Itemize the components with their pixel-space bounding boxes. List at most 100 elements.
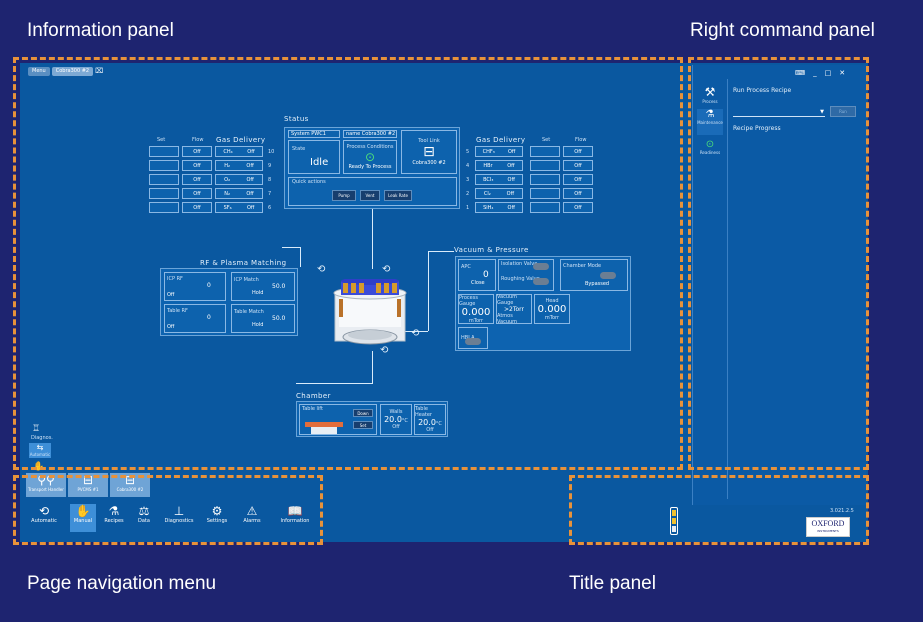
gas-name: SiH₄: [483, 204, 494, 211]
nav-item-recipes[interactable]: ⚗Recipes: [100, 504, 128, 532]
gas-state: Off: [246, 204, 255, 211]
nav-item-settings[interactable]: ⚙Settings: [202, 504, 232, 532]
roughing-valve-toggle[interactable]: [533, 278, 549, 285]
sync-icon[interactable]: ⟲: [317, 264, 326, 275]
nav-item-alarms[interactable]: ⚠Alarms: [235, 504, 269, 532]
gas-state: Off: [507, 148, 516, 155]
menu-tab[interactable]: Menu: [28, 67, 50, 76]
gas-set-field[interactable]: [149, 146, 179, 157]
gas-set-field[interactable]: [530, 202, 560, 213]
gas-state: Off: [246, 176, 254, 183]
gas-flow-value: Off: [182, 160, 212, 171]
system-field: System PWC1: [288, 130, 340, 138]
tool-button-1[interactable]: ⊟PVCMS #1: [68, 473, 108, 497]
gas-flow-value: Off: [563, 188, 593, 199]
nav-label: Information: [280, 518, 310, 524]
gas-set-field[interactable]: [530, 146, 560, 157]
diagnostics-side-icon[interactable]: ♖: [32, 424, 41, 434]
gas-line-number: 3: [466, 177, 470, 183]
nav-item-automatic[interactable]: ⟲Automatic: [24, 504, 64, 532]
ready-field: Process Conditions⊙Ready To Process: [343, 140, 397, 174]
oxford-logo: OXFORD INSTRUMENTS: [806, 517, 850, 537]
gas-set-field[interactable]: [530, 160, 560, 171]
gas-right-flow-header: Flow: [575, 137, 587, 143]
tool-link-field[interactable]: Tool Link⊟Cobra300 #2: [401, 130, 457, 174]
version-label: 3.021.2.5: [830, 508, 854, 514]
gas-set-field[interactable]: [149, 188, 179, 199]
run-recipe-label: Run Process Recipe: [733, 87, 792, 94]
vent-button[interactable]: Vent: [360, 190, 380, 201]
isolation-valve-toggle[interactable]: [533, 263, 549, 270]
gas-set-field[interactable]: [149, 160, 179, 171]
tool-button-2[interactable]: ⊟Cobra300 #2: [110, 473, 150, 497]
leak-rate-button[interactable]: Leak Rate: [384, 190, 412, 201]
lift-down-button[interactable]: Down: [353, 409, 373, 417]
tool-icon[interactable]: ⌧: [95, 67, 104, 75]
connector-line: [282, 247, 300, 248]
check-icon: ⊙: [705, 139, 715, 150]
gas-state: Off: [507, 204, 515, 211]
nav-label: Diagnostics: [164, 518, 194, 524]
minimize-icon[interactable]: _: [813, 69, 817, 77]
right-panel-divider: [727, 79, 728, 499]
right-tab-maintenance[interactable]: ⚗Maintenance: [697, 109, 723, 135]
gas-set-field[interactable]: [530, 188, 560, 199]
gas-set-field[interactable]: [530, 174, 560, 185]
close-icon[interactable]: ✕: [839, 69, 846, 77]
hbla-toggle[interactable]: [465, 338, 481, 345]
right-tab-readiness[interactable]: ⊙Readiness: [697, 139, 723, 155]
gas-line-number: 8: [268, 177, 272, 183]
sync-icon[interactable]: ⟲: [380, 345, 389, 356]
gas-name: BCl₃: [483, 176, 494, 183]
gas-state: Off: [507, 162, 515, 169]
recipe-select[interactable]: ▼: [733, 109, 825, 117]
tool-tab[interactable]: Cobra300 #2: [51, 67, 94, 76]
tool-label: Transport Handler: [28, 487, 64, 492]
chamber-mode-toggle[interactable]: [600, 272, 616, 279]
nav-item-diagnostics[interactable]: ⊥Diagnostics: [160, 504, 198, 532]
nav-item-data[interactable]: ⚖Data: [132, 504, 156, 532]
nav-item-manual[interactable]: ✋Manual: [70, 504, 96, 532]
maximize-icon[interactable]: □: [824, 69, 832, 77]
gas-row[interactable]: SiH₄ Off: [475, 202, 523, 213]
tool-button-0[interactable]: ⚲⚲Transport Handler: [26, 473, 66, 497]
lift-set-button[interactable]: Set: [353, 421, 373, 429]
connector-line: [405, 331, 428, 332]
gas-delivery-right-title: Gas Delivery: [476, 136, 526, 144]
gas-set-field[interactable]: [149, 202, 179, 213]
gas-flow-value: Off: [563, 160, 593, 171]
run-button[interactable]: Run: [830, 106, 856, 117]
gas-name: H₂: [224, 162, 230, 169]
gas-name: N₂: [224, 190, 230, 197]
nav-item-information[interactable]: 📖Information: [274, 504, 316, 532]
sync-icon[interactable]: ⟲: [411, 328, 420, 339]
connector-line: [296, 383, 373, 384]
gas-row[interactable]: CHF₃ Off: [475, 146, 523, 157]
keyboard-icon[interactable]: ⌨: [795, 69, 806, 77]
gas-flow-value: Off: [563, 202, 593, 213]
quick-actions: Quick actions: [288, 177, 457, 206]
sync-icon[interactable]: ⟲: [382, 264, 391, 275]
gas-name: CHF₃: [482, 148, 495, 155]
automatic-side-button[interactable]: ⇆Automatic: [29, 443, 51, 458]
pump-button[interactable]: Pump: [332, 190, 356, 201]
gas-set-field[interactable]: [149, 174, 179, 185]
hand-icon: ✋: [75, 504, 91, 518]
gas-flow-value: Off: [563, 146, 593, 157]
right-tab-process[interactable]: ⚒Process: [697, 85, 723, 104]
